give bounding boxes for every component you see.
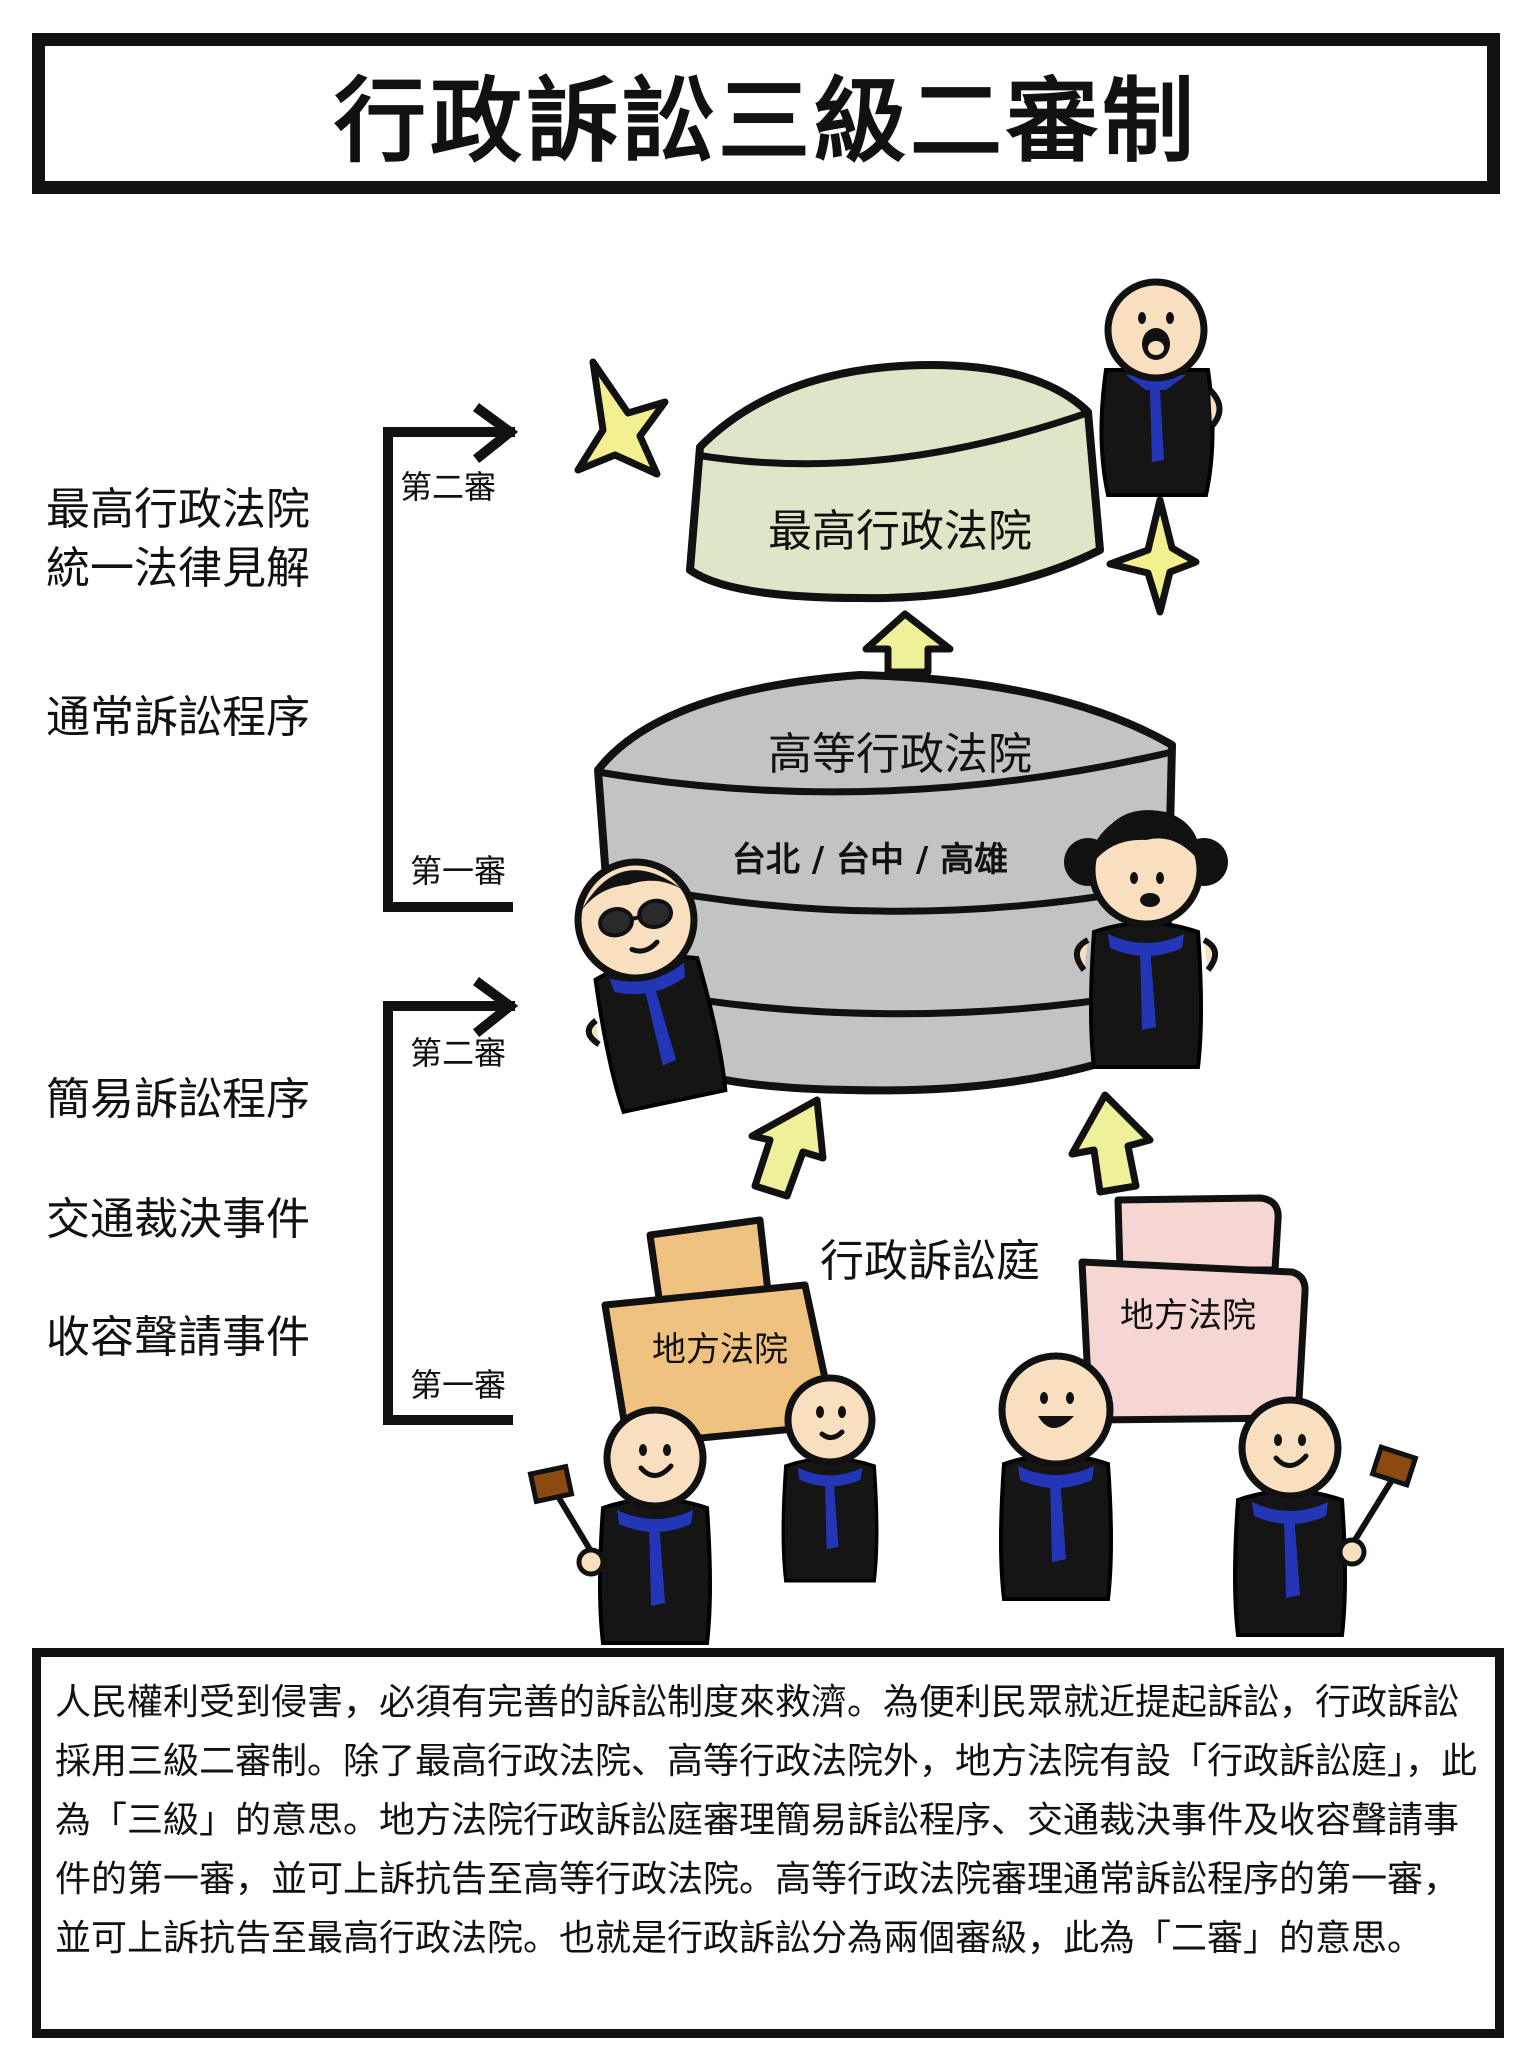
high-court-label: 高等行政法院 <box>768 729 1032 780</box>
judge-figure <box>1064 810 1228 1069</box>
side-line: 統一法律見解 <box>46 543 310 595</box>
district-court-right <box>1078 1194 1309 1424</box>
up-arrow-icon <box>1068 1091 1154 1196</box>
judge-figure <box>998 1352 1114 1601</box>
upper-first-instance-label: 第一審 <box>410 852 507 890</box>
description-text: 人民權利受到侵害，必須有完善的訴訟制度來救濟。為便利民眾就近提起訴訟，行政訴訟採… <box>55 1682 1478 1959</box>
supreme-court-note: 最高行政法院 統一法律見解 <box>46 480 310 599</box>
high-court-locations: 台北 / 台中 / 高雄 <box>731 840 1009 880</box>
district-court-left <box>601 1216 839 1449</box>
lower-first-instance-label: 第一審 <box>410 1366 507 1404</box>
upper-bracket-arrow <box>383 403 519 912</box>
supreme-court-drum <box>686 361 1104 603</box>
lower-second-instance-label: 第二審 <box>410 1034 507 1072</box>
up-arrow-icon <box>862 610 954 676</box>
supreme-court-label: 最高行政法院 <box>768 506 1032 557</box>
judge-figure <box>1099 282 1223 497</box>
title-box: 行政訴訟三級二審制 <box>32 33 1500 194</box>
judge-figure <box>781 1374 879 1583</box>
upper-second-instance-label: 第二審 <box>400 468 497 506</box>
district-court-left-label: 地方法院 <box>652 1330 788 1370</box>
lower-bracket-arrow <box>383 977 519 1425</box>
traffic-ruling-label: 交通裁決事件 <box>46 1194 310 1245</box>
star-icon <box>1106 496 1200 616</box>
detention-application-label: 收容聲請事件 <box>46 1312 310 1363</box>
district-court-right-label: 地方法院 <box>1120 1296 1256 1336</box>
tribunal-label: 行政訴訟庭 <box>820 1236 1040 1287</box>
simple-procedure-label: 簡易訴訟程序 <box>46 1074 310 1125</box>
judge-figure <box>527 1410 712 1645</box>
star-icon <box>574 358 669 478</box>
description-box: 人民權利受到侵害，必須有完善的訴訟制度來救濟。為便利民眾就近提起訴訟，行政訴訟採… <box>32 1648 1504 2038</box>
judge-figure <box>1233 1400 1419 1637</box>
up-arrow-icon <box>748 1096 827 1200</box>
page-title: 行政訴訟三級二審制 <box>333 68 1198 175</box>
ordinary-procedure-label: 通常訴訟程序 <box>46 692 310 743</box>
judge-figure <box>574 858 731 1115</box>
side-line: 最高行政法院 <box>46 484 310 535</box>
